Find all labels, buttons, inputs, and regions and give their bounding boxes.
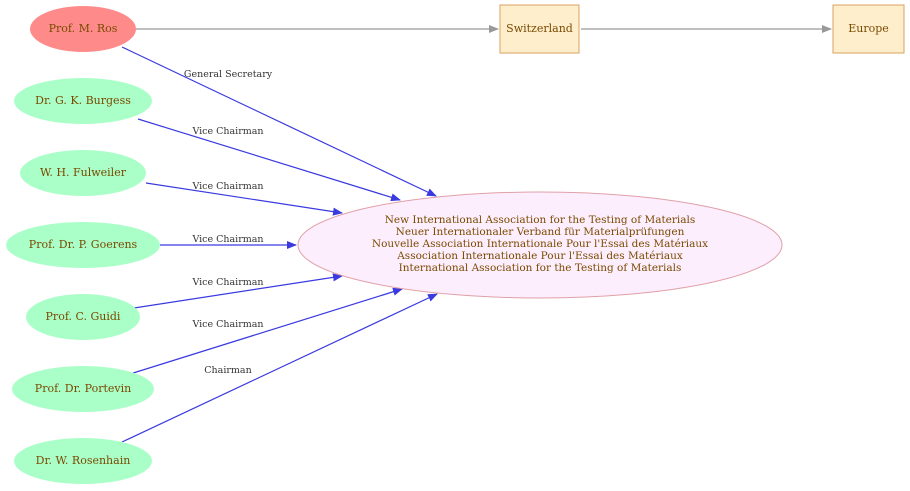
person-node-portevin[interactable]: Prof. Dr. Portevin (12, 366, 154, 412)
organization-name-line-3: Nouvelle Association Internationale Pour… (372, 238, 708, 250)
place-node-switzerland[interactable]: Switzerland (499, 4, 580, 54)
edge-ros-center (121, 46, 437, 197)
person-node-burgess[interactable]: Dr. G. K. Burgess (14, 78, 152, 124)
place-name: Europe (848, 22, 889, 35)
person-name: Prof. C. Guidi (46, 310, 121, 323)
edge-label-portevin: Vice Chairman (191, 319, 263, 330)
edge-label-rosenhain: Chairman (204, 365, 251, 376)
organization-node[interactable]: New International Association for the Te… (297, 191, 783, 299)
person-name: Dr. W. Rosenhain (36, 454, 131, 467)
place-name: Switzerland (506, 22, 573, 35)
edge-fulweiler-center (145, 182, 343, 216)
edge-label-burgess: Vice Chairman (191, 126, 263, 137)
person-name: Prof. Dr. P. Goerens (29, 238, 138, 251)
person-node-fulweiler[interactable]: W. H. Fulweiler (20, 150, 146, 196)
edge-label-guidi: Vice Chairman (191, 277, 263, 288)
person-name: Prof. Dr. Portevin (35, 382, 131, 395)
organization-name-line-1: New International Association for the Te… (385, 214, 696, 226)
edge-burgess-center (137, 118, 401, 202)
edge-label-fulweiler: Vice Chairman (191, 181, 263, 192)
person-name: W. H. Fulweiler (40, 166, 127, 179)
organization-name-line-2: Neuer Internationaler Verband für Materi… (396, 226, 685, 238)
edge-portevin-center (129, 287, 403, 375)
person-node-rosenhain[interactable]: Dr. W. Rosenhain (14, 438, 152, 484)
edge-guidi-center (133, 273, 343, 309)
person-node-goerens[interactable]: Prof. Dr. P. Goerens (6, 222, 160, 268)
edge-rosenhain-center (121, 293, 438, 443)
person-name: Prof. M. Ros (49, 22, 118, 35)
person-name: Dr. G. K. Burgess (35, 94, 131, 107)
person-node-guidi[interactable]: Prof. C. Guidi (26, 294, 140, 340)
edge-label-goerens: Vice Chairman (191, 234, 263, 245)
organization-name-line-5: International Association for the Testin… (399, 262, 682, 274)
edge-label-ros: General Secretary (184, 69, 273, 80)
person-node-ros[interactable]: Prof. M. Ros (30, 6, 136, 52)
organization-name-line-4: Association Internationale Pour l'Essai … (396, 250, 683, 262)
place-node-europe[interactable]: Europe (832, 4, 905, 54)
